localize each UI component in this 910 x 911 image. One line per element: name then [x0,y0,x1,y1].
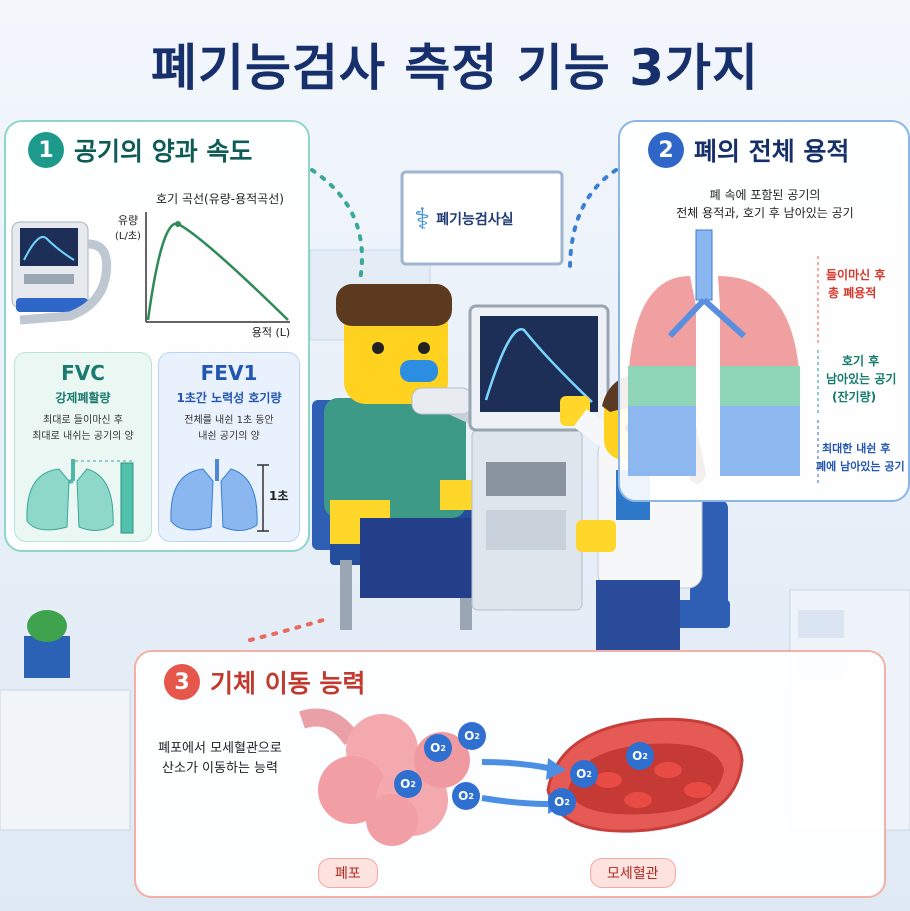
section2-heading: 2 폐의 전체 용적 [648,132,849,168]
section1-title: 공기의 양과 속도 [74,137,253,166]
capillary-illustration [546,717,744,833]
o2-label: O [576,767,587,781]
label-total-line1: 들이마신 후 [826,268,886,282]
o2-label: O [632,749,643,763]
fvc-lungs-icon [26,459,135,534]
o2-subscript: 2 [468,791,474,801]
fev1-desc-line2: 내쉰 공기의 양 [198,431,260,442]
room-sign: ⚕ 폐기능검사실 [404,176,560,262]
fev1-time-label: 1초 [269,489,289,503]
fvc-korean: 강제폐활량 [55,391,111,405]
lung-volume-brackets [817,256,819,484]
o2-subscript: 2 [642,751,648,761]
fvc-desc-line2: 최대로 내쉬는 공기의 양 [32,431,134,442]
section3-title: 기체 이동 능력 [210,669,366,698]
o2-label: O [458,789,469,803]
flow-axis-label: 유량 [117,214,139,227]
capillary-label: 모세혈관 [590,858,676,888]
lungs-icon: ⚕ [414,201,431,237]
o2-subscript: 2 [410,779,416,789]
fvc-card: FVC 강제폐활량 최대로 들이마신 후 최대로 내쉬는 공기의 양 [14,352,152,542]
o2-label: O [464,729,475,743]
panel-gas-exchange [134,650,886,898]
fev1-card: FEV1 1초간 노력성 호기량 전체를 내쉰 1초 동안 내쉰 공기의 양 1… [158,352,300,542]
fvc-name: FVC [61,361,105,385]
label-max-line1: 최대한 내쉰 후 [822,442,891,455]
fvc-desc-line1: 최대로 들이마신 후 [43,415,123,426]
label-max-line2: 폐에 남아있는 공기 [816,460,905,473]
section2-desc-line1: 폐 속에 포함된 공기의 [709,188,821,202]
spirometer-device-icon [11,221,112,325]
section3-heading: 3 기체 이동 능력 [164,664,365,700]
section2-title: 폐의 전체 용적 [694,137,850,166]
volume-axis-label: 용적 (L) [251,326,291,339]
o2-subscript: 2 [440,743,446,753]
flow-axis-unit: (L/초) [115,231,141,242]
o2-subscript: 2 [564,797,570,807]
section2-desc-line2: 전체 용적과, 호기 후 남아있는 공기 [676,206,854,220]
o2-label: O [400,777,411,791]
alveoli-illustration [299,708,470,846]
fev1-lungs-icon [170,459,269,532]
section1-heading: 1 공기의 양과 속도 [28,132,252,168]
label-residual-line1: 호기 후 [842,354,880,368]
o2-label: O [430,741,441,755]
room-sign-text: 폐기능검사실 [436,212,514,228]
section3-desc-line2: 산소가 이동하는 능력 [162,761,278,776]
lung-volume-illustration [628,229,800,476]
o2-subscript: 2 [586,769,592,779]
fev1-korean: 1초간 노력성 호기량 [176,391,282,405]
alveoli-label: 폐포 [318,858,378,888]
flow-volume-curve-title: 호기 곡선(유량-용적곡선) [156,192,284,206]
section3-number-badge: 3 [164,664,200,700]
flow-volume-chart [145,212,290,323]
fev1-desc-line1: 전체를 내쉰 1초 동안 [184,415,274,426]
o2-label: O [554,795,565,809]
section3-desc-line1: 폐포에서 모세혈관으로 [158,741,282,756]
section2-number-badge: 2 [648,132,684,168]
label-residual-line3: (잔기량) [832,390,877,404]
label-total-line2: 총 폐용적 [828,286,877,300]
section1-number-badge: 1 [28,132,64,168]
label-residual-line2: 남아있는 공기 [826,372,897,386]
page-title: 폐기능검사 측정 기능 3가지 [150,39,759,97]
o2-subscript: 2 [474,731,480,741]
fev1-name: FEV1 [200,361,258,385]
